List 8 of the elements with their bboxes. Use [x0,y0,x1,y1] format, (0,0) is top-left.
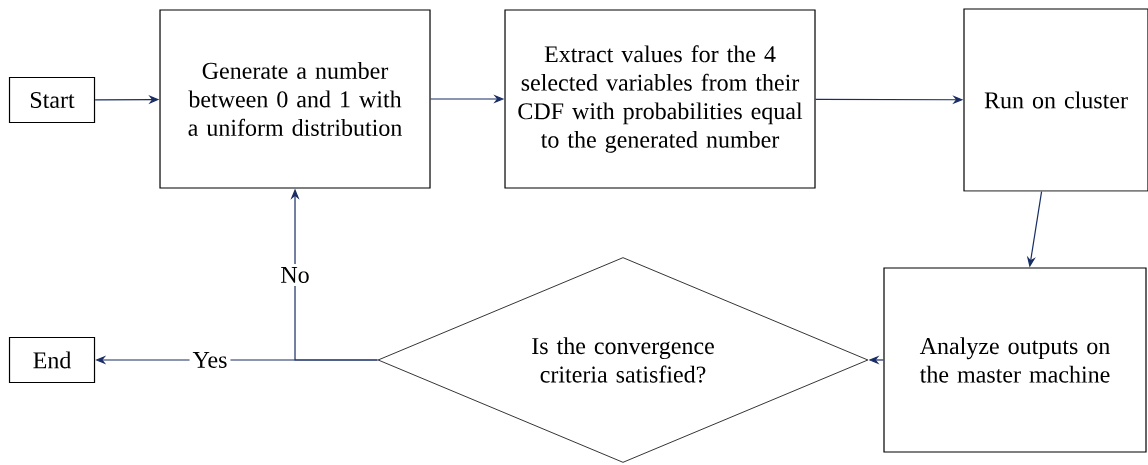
edge-label: No [277,264,313,286]
process-box: Extract values for the 4 selected variables from their CDF with probabilities equal to the generated number [504,9,816,189]
process-box: Run on cluster [963,8,1148,192]
process-box: Generate a number between 0 and 1 with a uniform distribution [159,9,431,189]
process-box: End [8,336,96,384]
process-box: Start [8,76,96,124]
edge-label: Yes [189,349,231,371]
process-box: Analyze outputs on the master machine [883,267,1147,453]
